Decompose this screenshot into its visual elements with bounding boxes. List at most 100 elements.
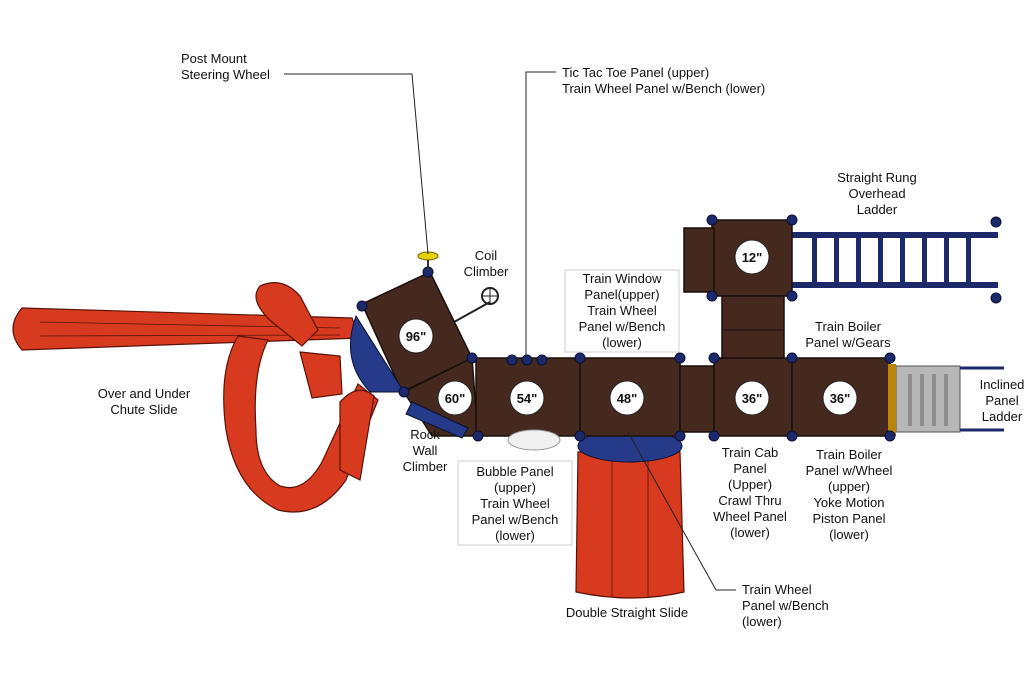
svg-text:Panel w/Bench: Panel w/Bench <box>472 512 559 527</box>
train-cab-line-1: Train Cab <box>722 445 779 460</box>
callout-train-window: Train Window Panel(upper) Train Wheel Pa… <box>564 269 680 353</box>
svg-text:Climber: Climber <box>403 459 448 474</box>
coil-climber-icon <box>453 287 499 323</box>
boiler-wheel-line-2: Panel w/Wheel <box>806 463 893 478</box>
svg-text:Train Wheel: Train Wheel <box>480 496 550 511</box>
svg-text:Double Straight Slide: Double Straight Slide <box>566 605 688 620</box>
coil-climber-line-2: Climber <box>464 264 509 279</box>
boiler-wheel-line-5: Piston Panel <box>813 511 886 526</box>
svg-text:Panel(upper): Panel(upper) <box>584 287 659 302</box>
svg-text:Ladder: Ladder <box>857 202 898 217</box>
svg-text:(lower): (lower) <box>829 527 869 542</box>
svg-text:Train Wheel: Train Wheel <box>587 303 657 318</box>
straight-rung-line-2: Overhead <box>848 186 905 201</box>
svg-text:Steering Wheel: Steering Wheel <box>181 67 270 82</box>
bubble-panel-line-4: Panel w/Bench <box>472 512 559 527</box>
svg-text:Bubble Panel: Bubble Panel <box>476 464 553 479</box>
straight-rung-line-3: Ladder <box>857 202 898 217</box>
overhead-ladder-shape <box>790 216 1002 304</box>
callout-train-boiler-gears: Train Boiler Panel w/Gears <box>805 319 891 350</box>
svg-text:(Upper): (Upper) <box>728 477 772 492</box>
bubble-panel-line-2: (upper) <box>494 480 536 495</box>
boiler-gears-line-1: Train Boiler <box>815 319 882 334</box>
svg-text:Inclined: Inclined <box>980 377 1025 392</box>
double-slide-line-1: Double Straight Slide <box>566 605 688 620</box>
inclined-ladder-shape <box>895 365 1004 433</box>
svg-text:Post Mount: Post Mount <box>181 51 247 66</box>
callout-rock-wall: Rock Wall Climber <box>403 427 448 474</box>
callout-coil-climber: Coil Climber <box>464 248 509 279</box>
chute-slide-line-1: Over and Under <box>98 386 191 401</box>
tic-tac-toe-line-1: Tic Tac Toe Panel (upper) <box>562 65 709 80</box>
svg-text:Straight Rung: Straight Rung <box>837 170 917 185</box>
svg-text:Train Wheel: Train Wheel <box>742 582 812 597</box>
svg-text:(lower): (lower) <box>495 528 535 543</box>
boiler-wheel-line-4: Yoke Motion <box>813 495 884 510</box>
inclined-ladder-line-1: Inclined <box>980 377 1025 392</box>
train-window-line-2: Panel(upper) <box>584 287 659 302</box>
svg-text:Coil: Coil <box>475 248 498 263</box>
train-wheel-bench-line-2: Panel w/Bench <box>742 598 829 613</box>
svg-text:Climber: Climber <box>464 264 509 279</box>
svg-text:(upper): (upper) <box>494 480 536 495</box>
inclined-ladder-line-2: Panel <box>985 393 1018 408</box>
steering-wheel-icon <box>417 251 439 270</box>
coil-climber-line-1: Coil <box>475 248 498 263</box>
svg-text:Train Window: Train Window <box>583 271 663 286</box>
train-wheel-bench-line-3: (lower) <box>742 614 782 629</box>
train-window-line-3: Train Wheel <box>587 303 657 318</box>
callout-steering-wheel: Post Mount Steering Wheel <box>181 51 270 82</box>
boiler-wheel-line-3: (upper) <box>828 479 870 494</box>
platform-96-label: 96" <box>406 329 427 344</box>
svg-text:Wall: Wall <box>413 443 438 458</box>
platform-36b-label: 36" <box>830 391 851 406</box>
svg-text:Overhead: Overhead <box>848 186 905 201</box>
callout-chute-slide: Over and Under Chute Slide <box>98 386 191 417</box>
svg-text:Rock: Rock <box>410 427 440 442</box>
svg-text:Ladder: Ladder <box>982 409 1023 424</box>
bubble-panel-line-5: (lower) <box>495 528 535 543</box>
svg-text:Piston Panel: Piston Panel <box>813 511 886 526</box>
callout-train-wheel-bench: Train Wheel Panel w/Bench (lower) <box>742 582 829 629</box>
platform-height-labels: 96" 60" 54" 48" 36" 36" 12" <box>398 239 858 416</box>
inclined-ladder-line-3: Ladder <box>982 409 1023 424</box>
chute-slide-line-2: Chute Slide <box>110 402 177 417</box>
svg-text:(upper): (upper) <box>828 479 870 494</box>
svg-text:Panel w/Bench: Panel w/Bench <box>579 319 666 334</box>
svg-text:(lower): (lower) <box>602 335 642 350</box>
tic-tac-toe-line-2: Train Wheel Panel w/Bench (lower) <box>562 81 765 96</box>
callout-tic-tac-toe: Tic Tac Toe Panel (upper) Train Wheel Pa… <box>562 65 765 96</box>
straight-rung-line-1: Straight Rung <box>837 170 917 185</box>
callout-train-boiler-wheel: Train Boiler Panel w/Wheel (upper) Yoke … <box>806 447 893 542</box>
callout-inclined-ladder: Inclined Panel Ladder <box>980 377 1025 424</box>
svg-text:Tic Tac Toe Panel (upper): Tic Tac Toe Panel (upper) <box>562 65 709 80</box>
callout-straight-rung: Straight Rung Overhead Ladder <box>837 170 917 217</box>
bubble-panel-line-1: Bubble Panel <box>476 464 553 479</box>
svg-text:(lower): (lower) <box>742 614 782 629</box>
svg-text:Panel w/Bench: Panel w/Bench <box>742 598 829 613</box>
train-cab-line-5: Wheel Panel <box>713 509 787 524</box>
chute-slide-shape <box>12 282 379 513</box>
svg-text:Train Boiler: Train Boiler <box>816 447 883 462</box>
svg-text:Chute Slide: Chute Slide <box>110 402 177 417</box>
train-window-line-4: Panel w/Bench <box>579 319 666 334</box>
rock-wall-icon <box>405 401 469 439</box>
svg-text:Panel: Panel <box>985 393 1018 408</box>
posts <box>356 214 896 442</box>
svg-text:Train Boiler: Train Boiler <box>815 319 882 334</box>
rock-wall-line-2: Wall <box>413 443 438 458</box>
svg-text:Train Wheel Panel w/Bench (low: Train Wheel Panel w/Bench (lower) <box>562 81 765 96</box>
rock-wall-line-1: Rock <box>410 427 440 442</box>
train-window-line-5: (lower) <box>602 335 642 350</box>
train-cab-line-4: Crawl Thru <box>718 493 781 508</box>
train-window-line-1: Train Window <box>583 271 663 286</box>
bubble-panel-icon <box>507 429 561 451</box>
train-cab-line-3: (Upper) <box>728 477 772 492</box>
svg-text:Wheel Panel: Wheel Panel <box>713 509 787 524</box>
platform-36a-label: 36" <box>742 391 763 406</box>
boiler-wheel-line-1: Train Boiler <box>816 447 883 462</box>
svg-text:Train Cab: Train Cab <box>722 445 779 460</box>
boiler-gears-line-2: Panel w/Gears <box>805 335 891 350</box>
double-slide-shape <box>575 429 685 599</box>
